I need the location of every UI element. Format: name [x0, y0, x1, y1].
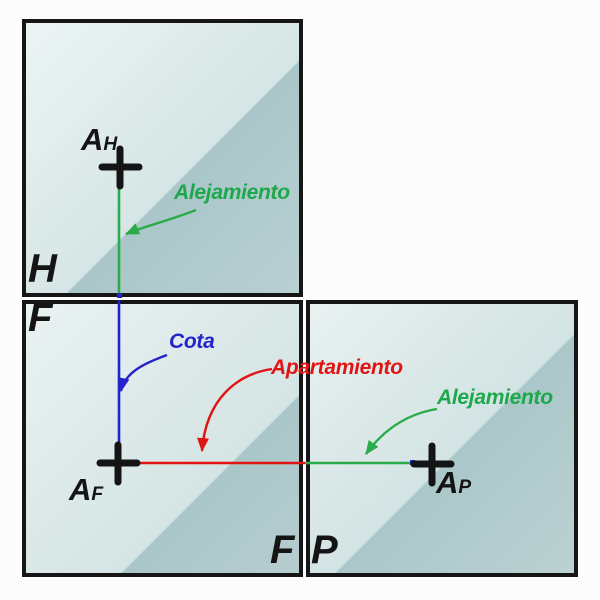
point-label-af: AF [69, 474, 103, 505]
plane-label-p: P [311, 528, 338, 572]
panel-horizontal-plane [22, 19, 303, 297]
plane-label-f-top: F [28, 296, 52, 340]
annotation-apartamiento: Apartamiento [271, 356, 403, 379]
plane-label-f-bottom: F [270, 528, 294, 572]
point-ah-subscript: H [103, 134, 117, 155]
point-label-ah: AH [81, 124, 117, 155]
point-af-subscript: F [91, 484, 103, 505]
plane-label-h: H [28, 247, 57, 291]
annotation-alejamiento-h: Alejamiento [174, 181, 290, 204]
panel-frontal-plane [22, 300, 303, 577]
point-af-base: A [69, 472, 92, 507]
point-ap-base: A [436, 465, 459, 500]
annotation-cota: Cota [169, 330, 215, 353]
point-ap-subscript: P [458, 477, 471, 498]
point-label-ap: AP [436, 467, 471, 498]
point-ah-base: A [81, 122, 104, 157]
annotation-alejamiento-p: Alejamiento [437, 386, 553, 409]
panel-profile-plane [306, 300, 578, 577]
